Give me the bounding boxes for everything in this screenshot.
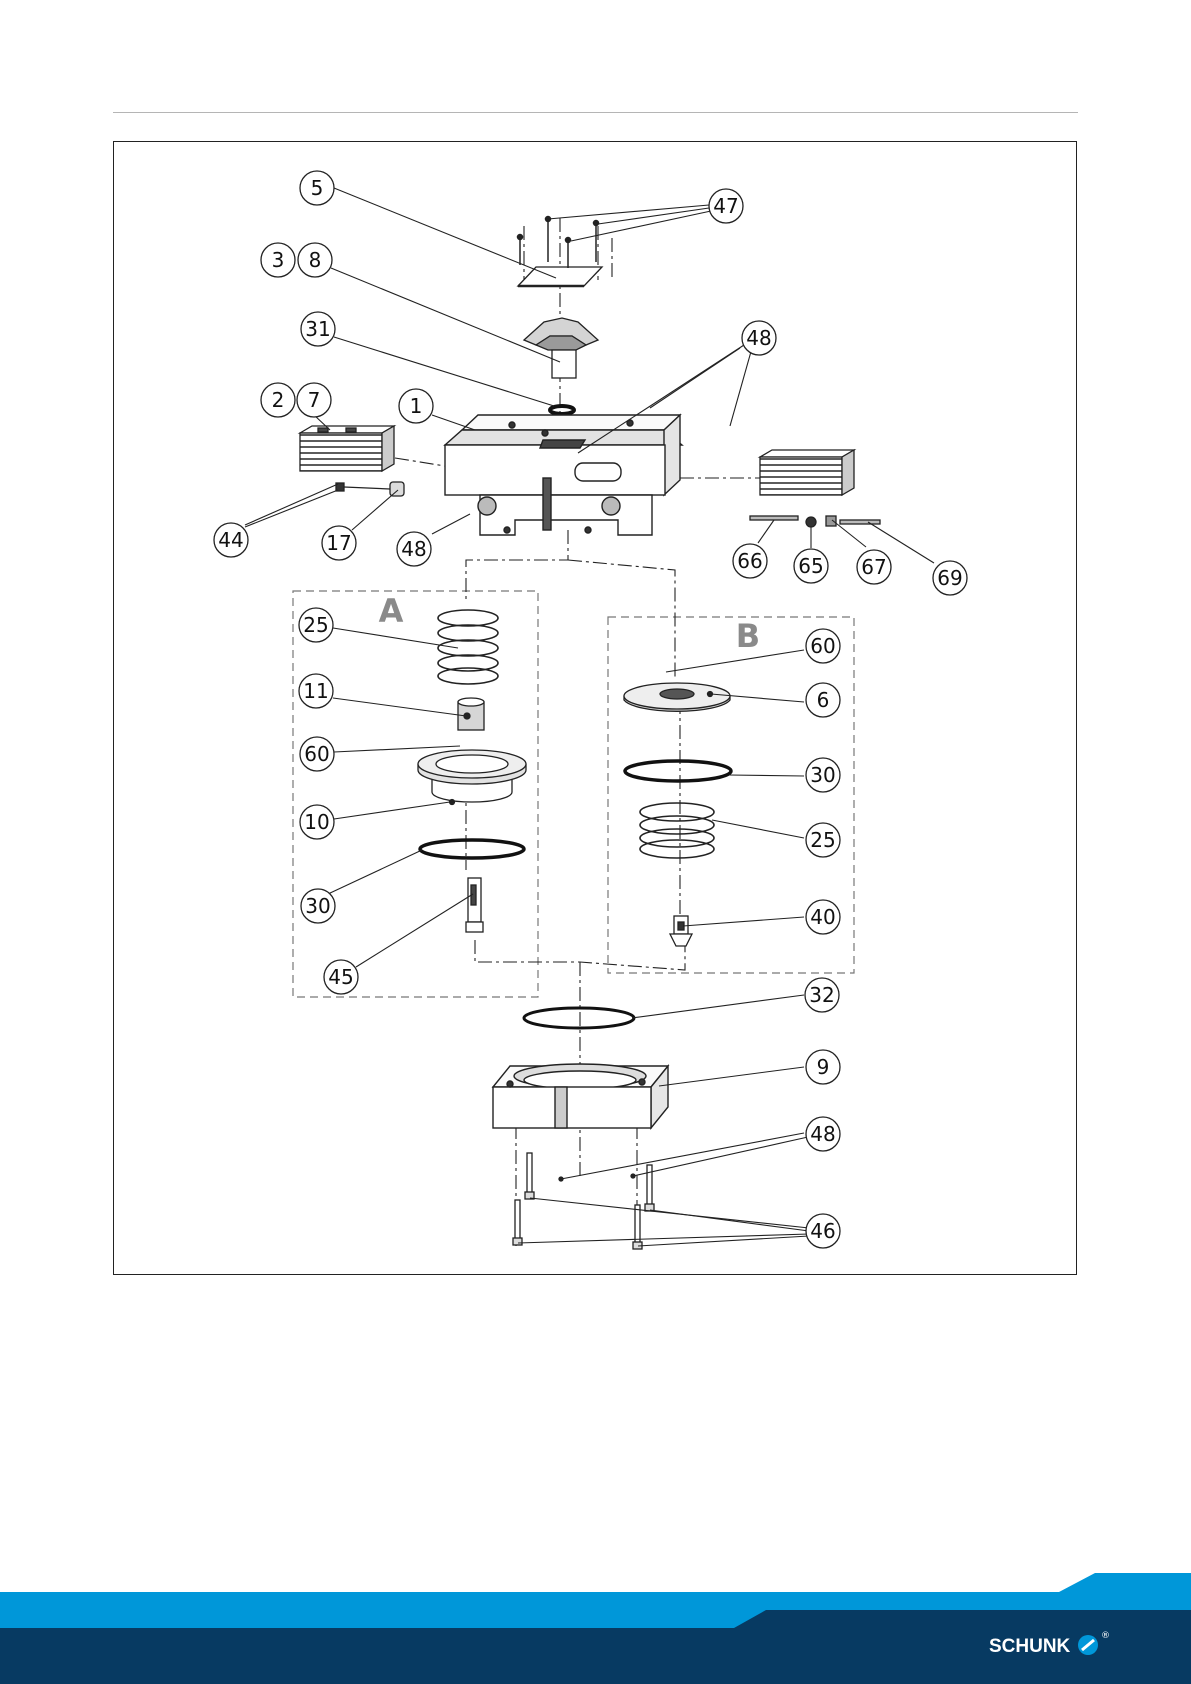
callout-text: 47 (713, 194, 738, 218)
callout-3: 3 (261, 243, 295, 277)
callout-text: 31 (305, 317, 330, 341)
callout-text: 3 (272, 248, 285, 272)
callout-text: 1 (410, 394, 423, 418)
callout-text: 48 (810, 1122, 835, 1146)
group-label-a: A (379, 592, 404, 630)
callout-31: 31 (301, 312, 335, 346)
callout-5: 5 (300, 171, 334, 205)
callout-text: 40 (810, 905, 835, 929)
part-spring-b (640, 803, 714, 858)
callout-48: 48 (806, 1117, 840, 1151)
callout-1: 1 (399, 389, 433, 423)
callout-2: 2 (261, 383, 295, 417)
callout-48: 48 (742, 321, 776, 355)
callout-text: 60 (810, 634, 835, 658)
callout-10: 10 (300, 805, 334, 839)
part-cover-plate (518, 267, 602, 286)
callout-text: 7 (308, 388, 321, 412)
callout-text: 32 (809, 983, 834, 1007)
part-bushing-a (458, 698, 484, 730)
group-label-b: B (736, 617, 760, 655)
callout-text: 67 (861, 555, 886, 579)
callout-text: 25 (810, 828, 835, 852)
callout-6: 6 (806, 683, 840, 717)
brand-registered: ® (1101, 1631, 1110, 1641)
callout-17: 17 (322, 526, 356, 560)
part-seal-b (625, 761, 731, 781)
callout-44: 44 (214, 523, 248, 557)
footer-band (0, 1573, 1191, 1684)
callout-48: 48 (397, 532, 431, 566)
callout-25: 25 (806, 823, 840, 857)
part-jaw-right (760, 450, 854, 495)
callout-text: 9 (817, 1055, 830, 1079)
callout-66: 66 (733, 544, 767, 578)
callout-40: 40 (806, 900, 840, 934)
callout-45: 45 (324, 960, 358, 994)
callout-text: 69 (937, 566, 962, 590)
callout-text: 65 (798, 554, 823, 578)
callout-text: 11 (303, 679, 328, 703)
callout-32: 32 (805, 978, 839, 1012)
part-seal-base (524, 1008, 634, 1028)
part-piston-a (418, 750, 526, 805)
callout-text: 46 (810, 1219, 835, 1243)
callout-text: 66 (737, 549, 762, 573)
callout-text: 17 (326, 531, 351, 555)
callout-text: 44 (218, 528, 243, 552)
brand-name: SCHUNK (989, 1636, 1071, 1657)
callout-47: 47 (709, 189, 743, 223)
callout-text: 10 (304, 810, 329, 834)
callout-text: 30 (305, 894, 330, 918)
part-spring-a (438, 610, 498, 684)
part-ring (550, 406, 574, 414)
callout-46: 46 (806, 1214, 840, 1248)
part-housing (445, 415, 682, 535)
part-jaw-left (300, 426, 394, 471)
part-screws-top (518, 217, 599, 269)
part-screw-b (670, 916, 692, 946)
part-pins-right (750, 516, 880, 527)
part-screws-bottom (513, 1153, 654, 1249)
callout-25: 25 (299, 608, 333, 642)
callout-30: 30 (301, 889, 335, 923)
callout-60: 60 (300, 737, 334, 771)
callout-9: 9 (806, 1050, 840, 1084)
callout-8: 8 (298, 243, 332, 277)
callout-65: 65 (794, 549, 828, 583)
callout-60: 60 (806, 629, 840, 663)
callout-text: 6 (817, 688, 830, 712)
part-seal-a (420, 840, 524, 858)
callout-69: 69 (933, 561, 967, 595)
callout-text: 48 (401, 537, 426, 561)
callout-text: 45 (328, 965, 353, 989)
callout-text: 60 (304, 742, 329, 766)
callout-67: 67 (857, 550, 891, 584)
part-drive-wedge (524, 318, 598, 378)
part-piston-b (624, 683, 730, 711)
callout-text: 25 (303, 613, 328, 637)
callout-11: 11 (299, 674, 333, 708)
callout-7: 7 (297, 383, 331, 417)
callout-text: 2 (272, 388, 285, 412)
callout-30: 30 (806, 758, 840, 792)
part-screw-a (466, 878, 483, 932)
callout-text: 5 (311, 176, 324, 200)
part-base-housing (493, 1064, 668, 1128)
callout-text: 48 (746, 326, 771, 350)
callout-text: 8 (309, 248, 322, 272)
callout-text: 30 (810, 763, 835, 787)
